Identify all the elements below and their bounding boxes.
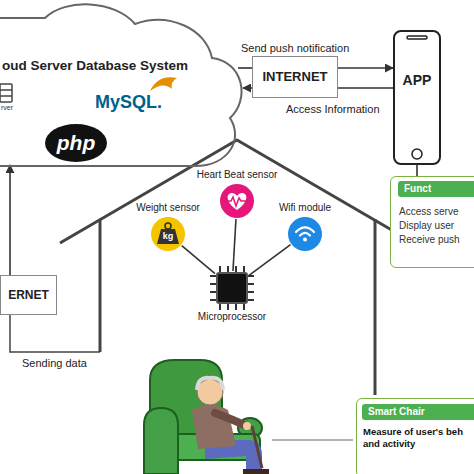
man-hair bbox=[197, 378, 223, 390]
leader-line bbox=[272, 439, 353, 441]
function-box: FunctAccess serve Display user Receive p… bbox=[390, 176, 474, 268]
edge-label: Send push notification bbox=[240, 42, 350, 54]
cloud-server: oud Server Database System php bbox=[0, 0, 242, 172]
wifi-icon bbox=[303, 238, 307, 242]
walking-cane bbox=[252, 426, 262, 468]
node-label: Smart Chair bbox=[362, 404, 474, 420]
server-icon bbox=[0, 84, 12, 102]
node-label: INTERNET bbox=[263, 69, 328, 85]
weight-icon bbox=[165, 223, 171, 229]
node-label: php bbox=[57, 130, 95, 155]
phone-button bbox=[412, 149, 422, 159]
node-text: kg bbox=[163, 231, 174, 242]
house-wall bbox=[374, 219, 377, 395]
elderly-man-in-armchair bbox=[144, 360, 269, 474]
chip-pin bbox=[219, 304, 221, 310]
house-wall bbox=[99, 219, 102, 352]
node-label: APP bbox=[403, 72, 432, 89]
pulse-icon bbox=[226, 197, 248, 206]
chip-pin bbox=[248, 275, 254, 277]
weight-icon bbox=[157, 229, 179, 244]
smart-chair-box: Smart ChairMeasure of user's beh and act… bbox=[356, 398, 474, 474]
heart-beat-sensor: Heart Beat sensor bbox=[220, 184, 254, 218]
connector bbox=[182, 246, 215, 274]
heart-beat-sensor-shape bbox=[220, 184, 254, 218]
node-label: oud Server Database System bbox=[2, 58, 188, 74]
chip-pin bbox=[248, 299, 254, 301]
connector bbox=[249, 245, 291, 276]
node-label: Wifi module bbox=[279, 202, 331, 214]
wifi-module-fill bbox=[288, 217, 322, 251]
man-shoe bbox=[243, 469, 269, 474]
internet-box: ERNET bbox=[0, 275, 57, 315]
node-label: Microprocessor bbox=[198, 311, 266, 323]
chip-pin bbox=[235, 304, 237, 310]
wifi-icon bbox=[296, 228, 314, 236]
weight-sensor-fill bbox=[151, 217, 185, 251]
connector bbox=[233, 219, 236, 271]
heart-beat-sensor-fill bbox=[220, 184, 254, 218]
wifi-module: Wifi module bbox=[288, 217, 322, 251]
node-text: Measure of user's beh and activity bbox=[363, 426, 473, 451]
connector bbox=[9, 165, 11, 275]
node-label: ERNET bbox=[8, 288, 49, 302]
node-label: Funct bbox=[398, 181, 474, 197]
server-icon bbox=[0, 95, 12, 97]
cloud-server-shape bbox=[0, 0, 242, 172]
phone-speaker bbox=[407, 36, 427, 39]
microprocessor-chip: Microprocessor bbox=[216, 272, 248, 304]
chair-armrest bbox=[144, 408, 178, 474]
mysql-logo-text: MySQL. bbox=[95, 92, 162, 113]
php-logo: php bbox=[45, 124, 107, 162]
sending-data-line bbox=[10, 315, 100, 352]
man-hand bbox=[243, 422, 251, 430]
connector bbox=[416, 165, 418, 176]
connector bbox=[238, 67, 252, 69]
server-icon bbox=[0, 84, 12, 102]
internet-box: INTERNET bbox=[252, 56, 338, 98]
chip-pin bbox=[243, 304, 245, 310]
node-text: Access serve Display user Receive push bbox=[399, 205, 471, 247]
chip-pin bbox=[248, 283, 254, 285]
edge-label: Access Information bbox=[285, 103, 381, 115]
connector bbox=[338, 87, 393, 89]
connector bbox=[243, 87, 252, 89]
chip-pin bbox=[248, 291, 254, 293]
wifi-module-shape bbox=[288, 217, 322, 251]
cloud-outline bbox=[0, 4, 242, 166]
house-outline bbox=[60, 140, 414, 395]
mysql-dolphin bbox=[150, 77, 177, 91]
flow-label: Sending data bbox=[22, 357, 87, 369]
house-roof bbox=[60, 140, 414, 243]
node-label: Heart Beat sensor bbox=[197, 169, 278, 181]
man-arm bbox=[215, 413, 244, 425]
phone-app: APP bbox=[393, 30, 441, 165]
server-label: rver bbox=[1, 104, 13, 111]
node-label: Weight sensor bbox=[136, 202, 200, 214]
phone-details bbox=[407, 36, 427, 159]
server-icon bbox=[0, 89, 12, 91]
weight-sensor: Weight sensorkg bbox=[151, 217, 185, 251]
connector bbox=[338, 67, 393, 69]
chip-pin bbox=[227, 304, 229, 310]
php-logo-fill bbox=[45, 124, 107, 162]
chip-pins bbox=[210, 266, 254, 310]
